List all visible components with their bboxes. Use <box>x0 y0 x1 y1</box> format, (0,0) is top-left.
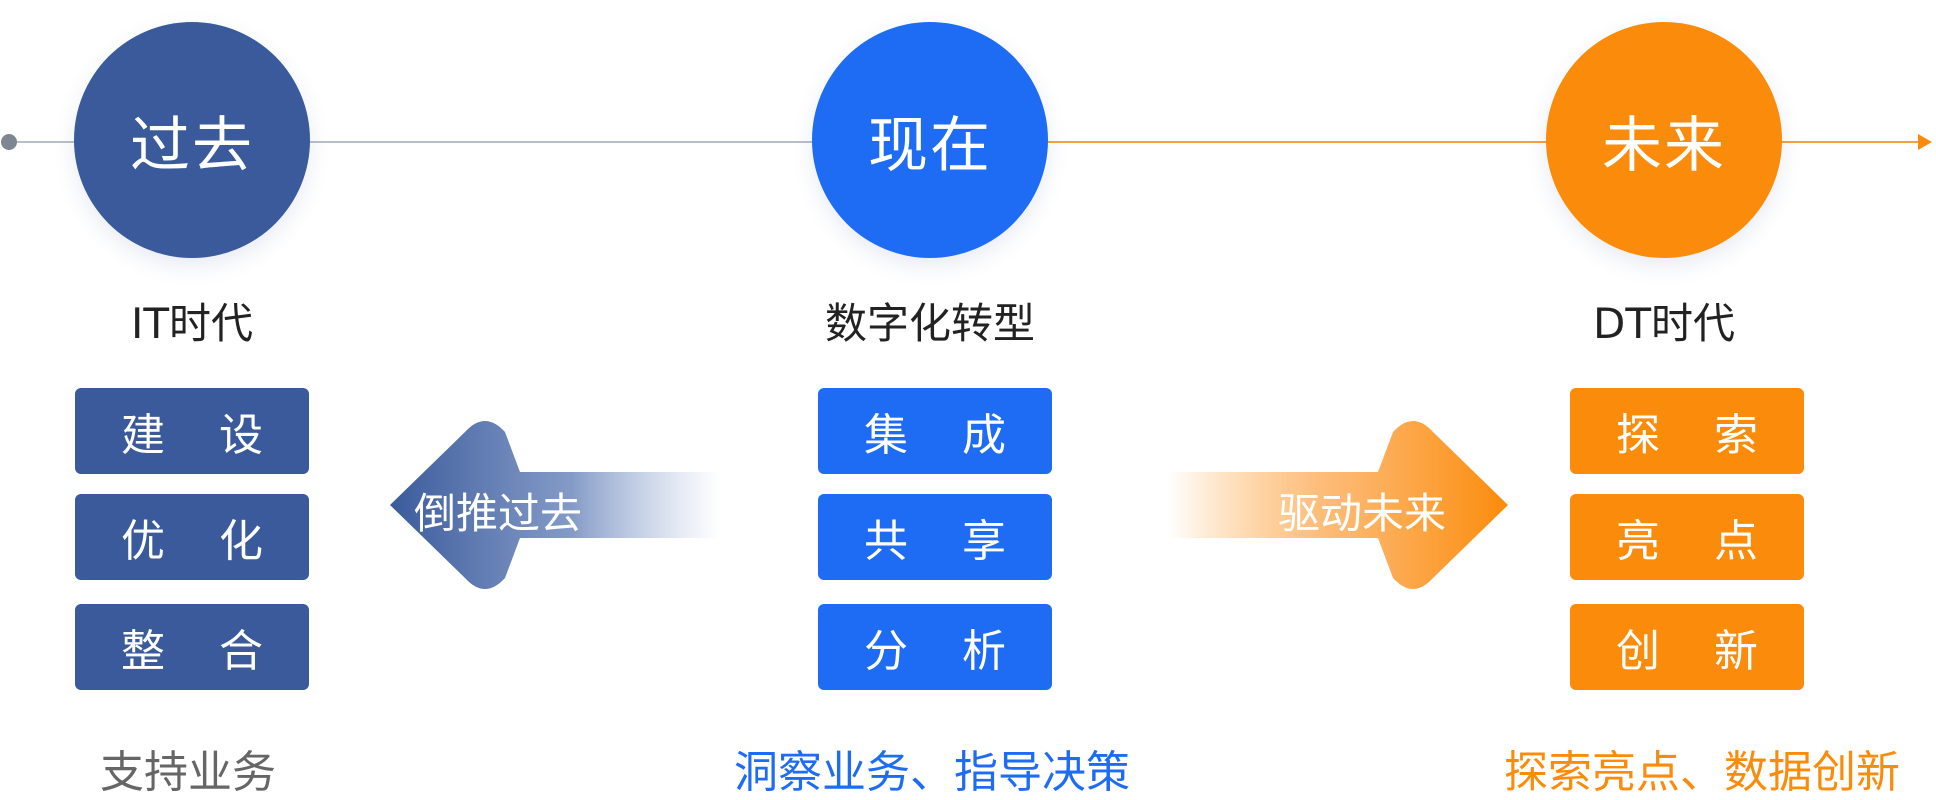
future-box-innovate: 创 新 <box>1570 604 1804 690</box>
now-circle: 现在 <box>812 22 1048 258</box>
past-box-build: 建 设 <box>75 388 309 474</box>
timeline-arrowhead <box>1918 134 1932 150</box>
now-box-integration: 集 成 <box>818 388 1052 474</box>
future-box-explore: 探 索 <box>1570 388 1804 474</box>
now-caption: 洞察业务、指导决策 <box>734 747 1130 798</box>
past-caption: 支持业务 <box>100 747 276 798</box>
now-box-sharing: 共 享 <box>818 494 1052 580</box>
future-caption: 探索亮点、数据创新 <box>1504 747 1900 798</box>
past-box-integrate: 整 合 <box>75 604 309 690</box>
right-arrow-shape <box>1168 421 1508 589</box>
past-era-label: IT时代 <box>130 299 254 348</box>
now-box-analysis: 分 析 <box>818 604 1052 690</box>
now-era-label: 数字化转型 <box>824 299 1035 348</box>
right-arrow-label: 驱动未来 <box>1278 489 1447 538</box>
future-circle: 未来 <box>1546 22 1782 258</box>
future-era-label: DT时代 <box>1593 299 1735 348</box>
left-arrow-label: 倒推过去 <box>414 489 583 538</box>
left-arrow-shape <box>390 421 720 589</box>
future-box-highlight: 亮 点 <box>1570 494 1804 580</box>
timeline-start-dot <box>1 134 17 150</box>
past-circle: 过去 <box>74 22 310 258</box>
past-box-optimize: 优 化 <box>75 494 309 580</box>
